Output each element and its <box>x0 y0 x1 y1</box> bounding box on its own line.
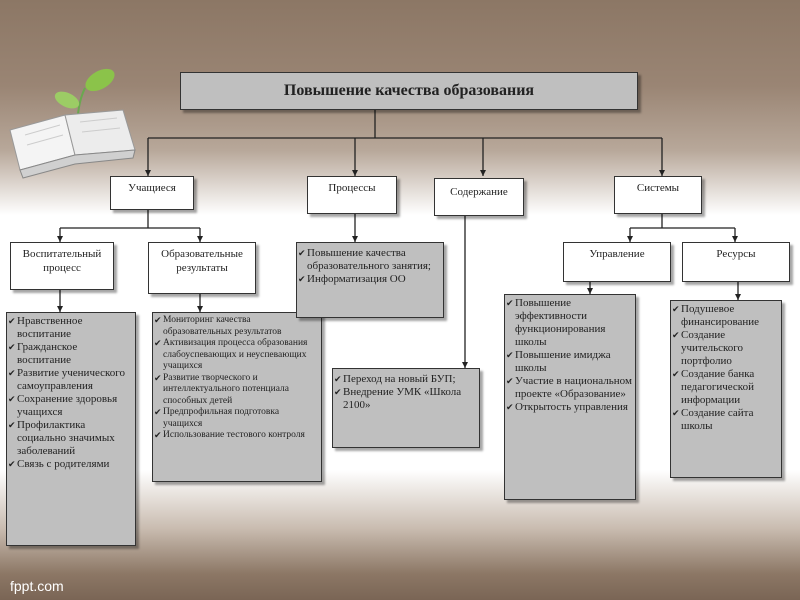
node-processes: Процессы <box>307 176 397 214</box>
list-item: Использование тестового контроля <box>154 430 319 442</box>
sprout-icon <box>85 68 115 92</box>
list-resources: Подушевое финансирование Создание учител… <box>670 300 782 478</box>
list-item: Профилактика социально значимых заболева… <box>8 419 133 458</box>
list-edu-results: Мониторинг качества образовательных резу… <box>152 312 322 482</box>
list-item: Активизация процесса образования слабоус… <box>154 338 319 373</box>
list-item: Мониторинг качества образовательных резу… <box>154 315 319 338</box>
list-item: Нравственное воспитание <box>8 315 133 341</box>
list-item: Повышение имиджа школы <box>506 349 633 375</box>
list-item: Участие в национальном проекте «Образова… <box>506 375 633 401</box>
list-item: Создание учительского портфолио <box>672 329 779 368</box>
list-item: Повышение эффективности функционирования… <box>506 297 633 349</box>
node-content: Содержание <box>434 178 524 216</box>
list-item: Создание банка педагогической информации <box>672 368 779 407</box>
list-item: Информатизация ОО <box>298 273 441 286</box>
list-content: Переход на новый БУП; Внедрение УМК «Шко… <box>332 368 480 448</box>
list-item: Развитие ученического самоуправления <box>8 367 133 393</box>
node-students: Учащиеся <box>110 176 194 210</box>
node-resources: Ресурсы <box>682 242 790 282</box>
list-item: Сохранение здоровья учащихся <box>8 393 133 419</box>
list-item: Повышение качества образовательного заня… <box>298 247 441 273</box>
book-icon <box>9 68 136 179</box>
footer-brand: fppt.com <box>10 578 64 594</box>
list-item: Открытость управления <box>506 401 633 414</box>
list-item: Предпрофильная подготовка учащихся <box>154 407 319 430</box>
list-item: Развитие творческого и интеллектуального… <box>154 373 319 408</box>
list-upbringing: Нравственное воспитание Гражданское восп… <box>6 312 136 546</box>
list-item: Внедрение УМК «Школа 2100» <box>334 386 477 412</box>
node-upbringing: Воспитательный процесс <box>10 242 114 290</box>
node-systems: Системы <box>614 176 702 214</box>
list-item: Создание сайта школы <box>672 407 779 433</box>
list-processes: Повышение качества образовательного заня… <box>296 242 444 318</box>
list-item: Связь с родителями <box>8 458 133 471</box>
node-edu-results: Образовательные результаты <box>148 242 256 294</box>
page-title: Повышение качества образования <box>180 72 638 110</box>
list-item: Переход на новый БУП; <box>334 373 477 386</box>
list-item: Подушевое финансирование <box>672 303 779 329</box>
node-management: Управление <box>563 242 671 282</box>
list-item: Гражданское воспитание <box>8 341 133 367</box>
list-management: Повышение эффективности функционирования… <box>504 294 636 500</box>
